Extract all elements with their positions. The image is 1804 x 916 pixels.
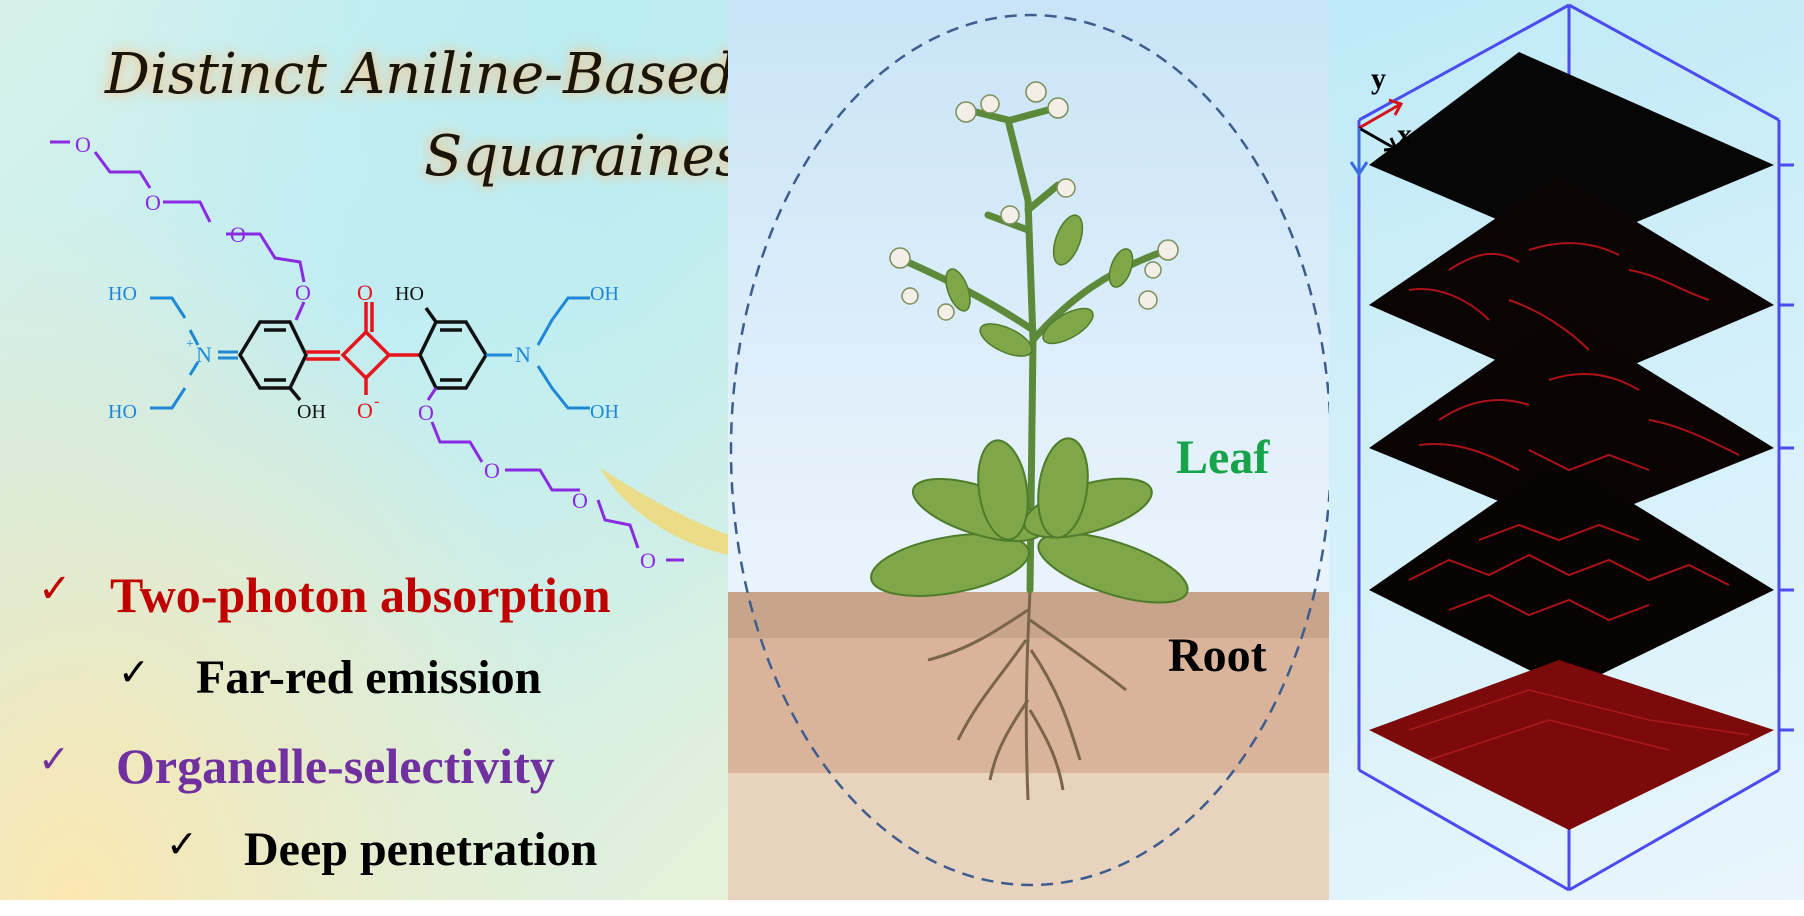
slice-3 [1369,315,1774,530]
squaraine-core [306,302,420,395]
left-panel: Distinct Aniline-Based Squaraines O O O … [0,0,728,900]
o-chain-left-1: O [75,132,91,157]
oh-ring-left: OH [297,401,326,423]
check-icon-3: ✓ [38,737,70,781]
title-line-2: Squaraines [424,124,728,189]
oh-top-right: OH [590,283,619,305]
oh-bottom-right: OH [590,401,619,423]
slice-5-texture [1408,689,1750,761]
o-chain-right-4: O [640,548,656,573]
image-slices [1369,52,1774,830]
squaraine-structure: O O O O HO HO N + [50,132,728,573]
check-icon-4: ✓ [166,822,198,866]
o-chain-right-2: O [484,458,500,483]
cell-wall-signal [1408,242,1740,622]
peg-chain-top [50,140,306,321]
o-minus: O [357,398,373,423]
z-stack-diagram [1349,3,1794,892]
ring-left [237,320,308,402]
axis-x-label: x [1397,118,1412,151]
ring-right [418,306,489,390]
n-plus-charge: + [186,337,194,352]
n-right: N [515,342,531,367]
o-chain-left-2: O [145,190,161,215]
slice-2 [1369,175,1774,392]
roots [927,589,1127,801]
ho-ring-right: HO [395,283,424,305]
n-left: N [196,342,212,367]
plant-illustration [728,13,1329,900]
o-top: O [357,280,373,305]
check-icon-1: ✓ [38,566,72,612]
stem [899,106,1172,594]
o-minus-charge: - [374,393,379,410]
confocal-stack-panel: y x [1329,0,1804,900]
o-chain-left-3: O [230,222,246,247]
stem-leaves [945,214,1134,357]
amine-arms-right [486,296,590,410]
title-line-1: Distinct Aniline-Based [105,42,728,107]
o-chain-right-1: O [418,400,434,425]
check-icon-2: ✓ [118,650,150,694]
feature-far-red: Far-red emission [196,651,542,704]
amine-arms-left [150,296,238,410]
root-label: Root [1168,629,1267,682]
feature-deep-penetration: Deep penetration [244,823,598,876]
feature-two-photon: Two-photon absorption [110,567,611,623]
ho-top-left: HO [108,283,137,305]
flowers [889,81,1179,321]
axis-arrows [1349,98,1404,177]
feature-organelle: Organelle-selectivity [116,738,555,794]
transition-arrow [600,468,728,555]
plant-panel: Leaf Root [728,0,1329,900]
o-chain-right-3: O [572,488,588,513]
leaf-label: Leaf [1176,431,1270,484]
slice-1 [1369,52,1774,250]
o-chain-left-4: O [295,280,311,305]
rosette-leaves [870,437,1189,604]
slice-5 [1369,660,1774,830]
peg-chain-bottom [426,387,684,562]
ho-bottom-left: HO [108,401,137,423]
axis-y-label: y [1371,62,1386,95]
dashed-ellipse [729,13,1329,887]
